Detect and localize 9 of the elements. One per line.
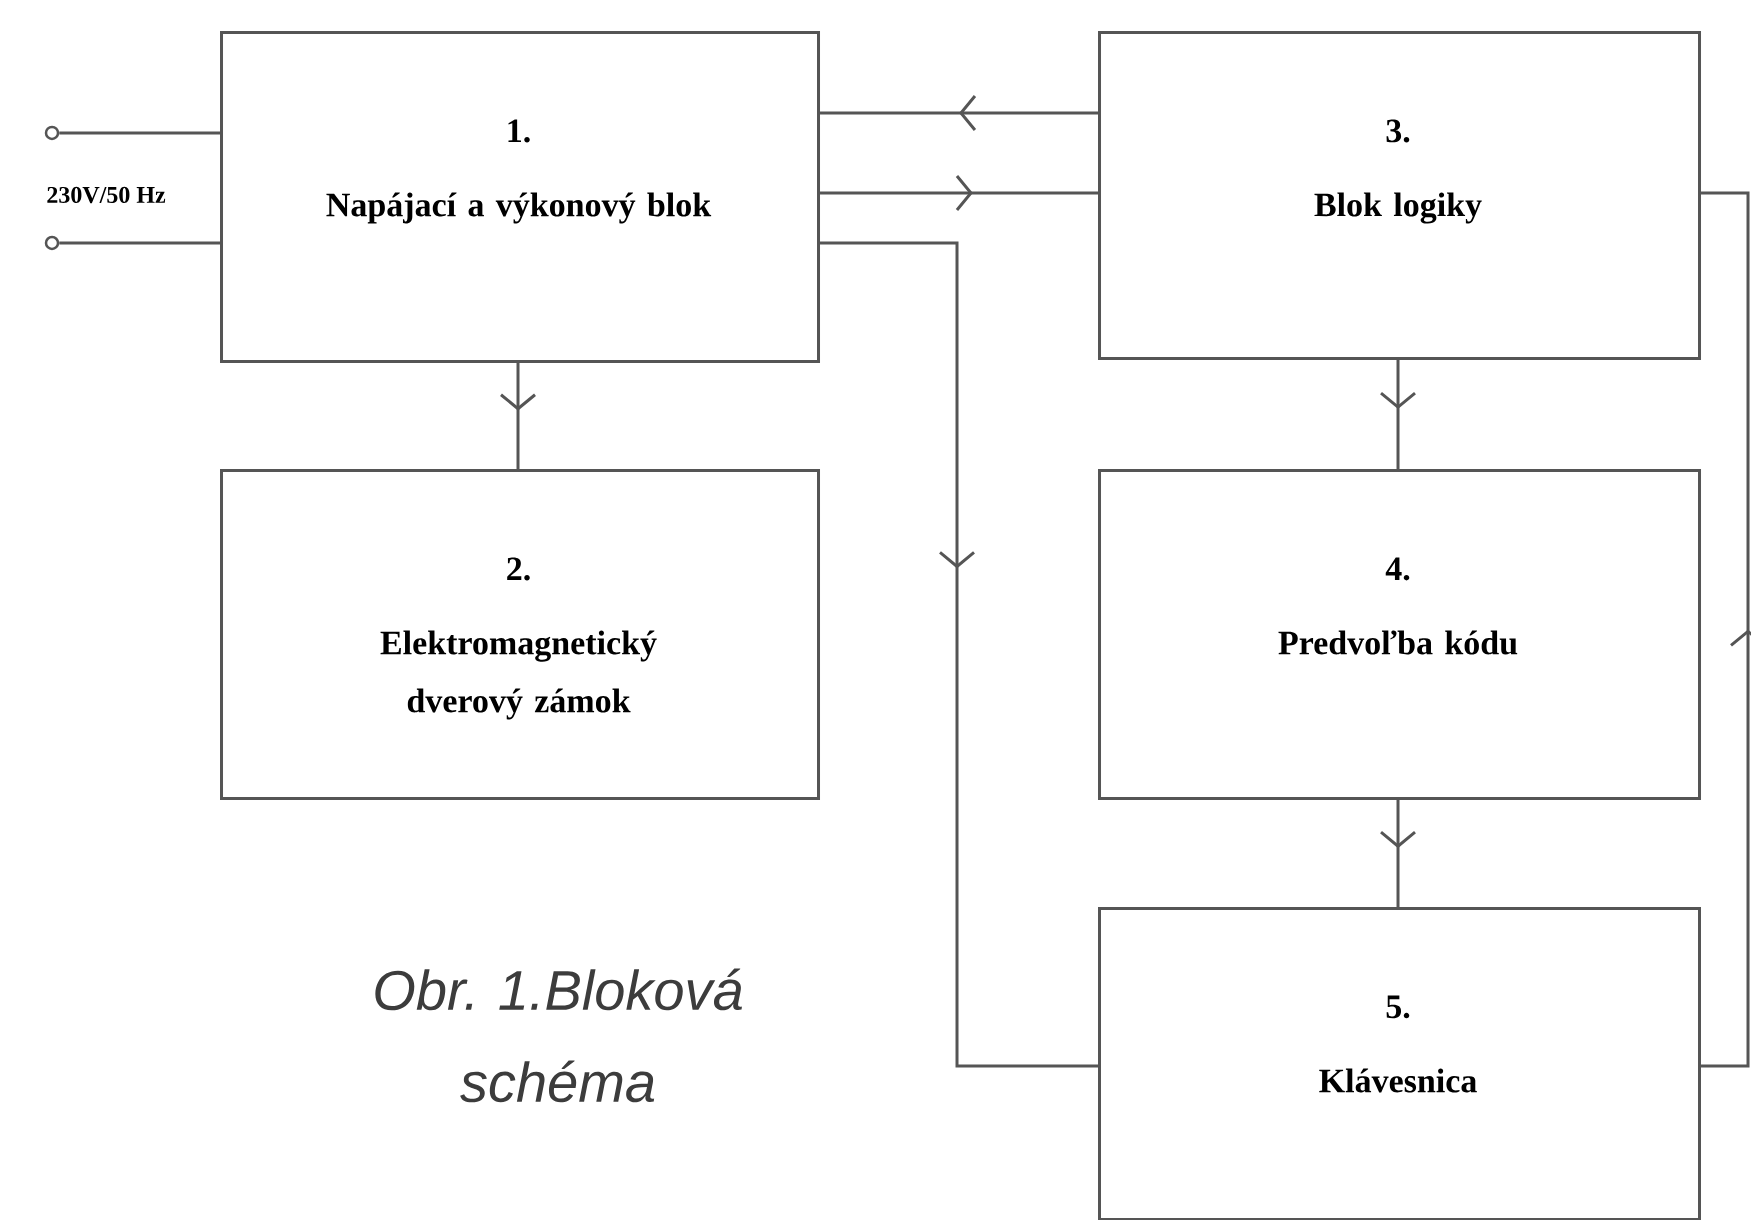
block-box: 1. Napájací a výkonový blok	[220, 30, 820, 363]
block-box: 5. Klávesnica	[1098, 907, 1701, 1220]
block-box: 2. Elektromagnetický dverový zámok	[220, 469, 820, 800]
wire	[59, 131, 220, 135]
caption: Obr. 1.Bloková schéma	[375, 968, 742, 1103]
voltage-label: 230V/50 Hz	[47, 186, 166, 204]
block-box: 3. Blok logiky	[1098, 30, 1701, 360]
block-box: 4. Predvoľba kódu	[1098, 469, 1701, 800]
wire	[59, 241, 220, 245]
